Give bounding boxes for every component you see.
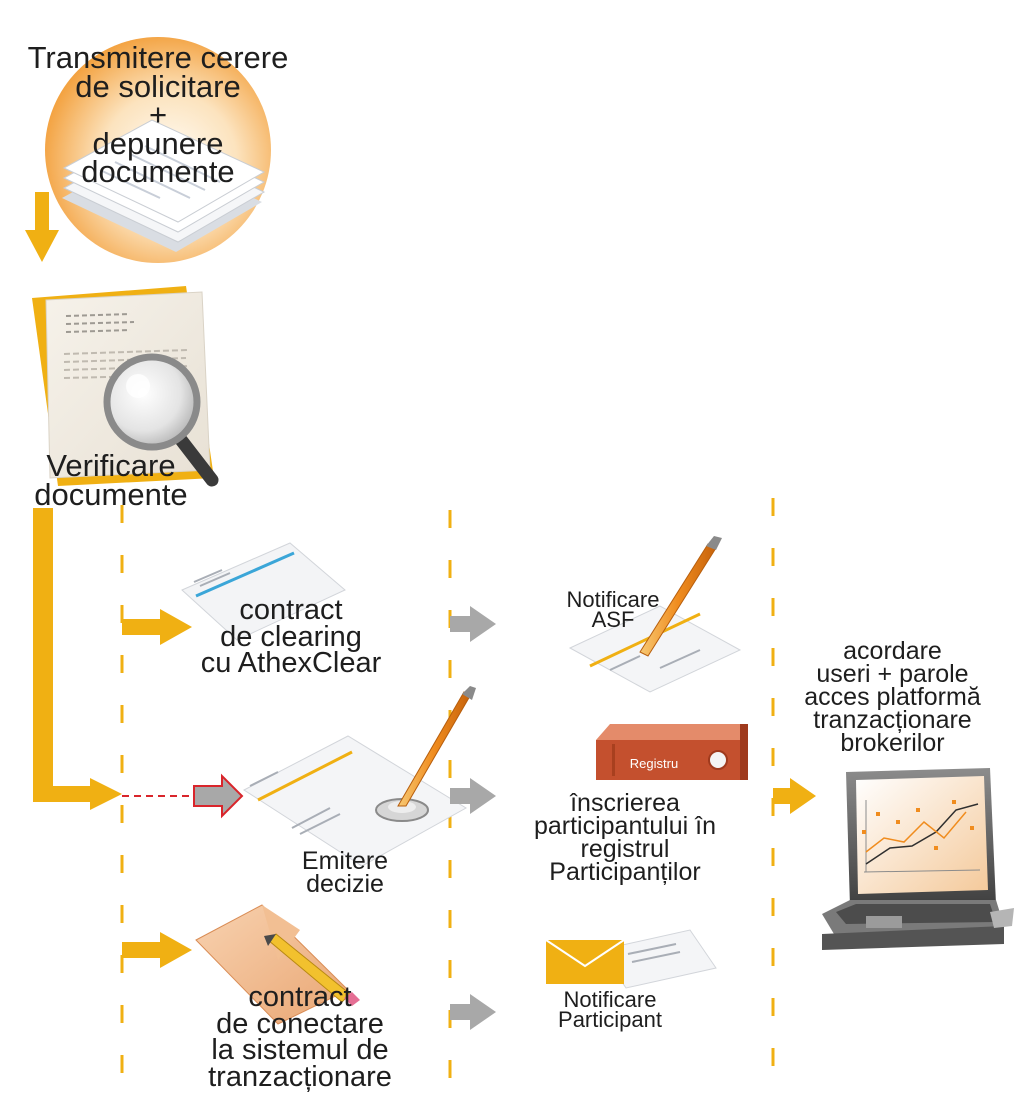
arrow-to-notify-participant [450,994,496,1030]
outlined-arrow-to-decision [193,773,244,819]
connection-contract-illustration [195,904,360,1025]
label-registry-line-1: înscrierea [570,789,680,817]
label-clearing-line-3: cu AthexClear [200,647,382,680]
label-submit-documents: Transmitere cerere de solicitare + depun… [0,40,316,190]
label-submit-line-2: de solicitare [75,68,241,104]
label-grant-line-5: brokerilor [840,729,945,757]
label-decision-line-2: decizie [306,870,384,898]
label-registry-line-3: registrul [580,835,670,863]
label-verify-documents: Verificare documente [6,448,216,512]
verify-documents-illustration [32,286,219,487]
registry-book-label: Registru [630,756,678,771]
label-decision-line-1: Emitere [301,847,389,875]
label-submit-line-5: documente [81,154,235,190]
label-registry-line-2: participantului în [533,812,717,840]
label-notify-asf-line-2: ASF [591,607,635,633]
arrow-down-1 [25,192,59,262]
label-registry-entry: înscrierea participantului în registrul … [480,789,770,886]
main-flow-bar [33,508,53,800]
envelope-icon [546,940,624,984]
label-verify-line-1: Verificare [46,448,176,483]
label-connection-line-1: contract [248,981,352,1013]
pencil-icon [264,933,360,1006]
label-grant-line-2: useri + parole [816,660,969,688]
label-connection-contract: contract de conectare la sistemul de tra… [170,981,430,1093]
screen-chart [862,800,981,873]
label-connection-line-3: la sistemul de [211,1034,389,1067]
label-notify-participant: Notificare Participant [520,987,700,1033]
arrow-to-registry [450,778,496,814]
arrow-to-notify-asf [450,606,496,642]
label-decision: Emitere decizie [270,847,420,898]
arrow-to-clearing-contract [122,609,192,645]
label-grant-line-1: acordare [843,637,942,665]
clearing-contract-illustration [181,542,346,641]
main-flow-arrowhead [90,778,122,810]
label-submit-line-4: depunere [92,125,224,161]
label-clearing-line-1: contract [239,594,343,626]
label-grant-line-3: acces platformă [804,683,981,711]
label-connection-line-2: de conectare [216,1007,384,1040]
label-notify-asf-line-1: Notificare [566,587,660,612]
label-connection-line-4: tranzacționare [208,1061,392,1093]
label-submit-line-1: Transmitere cerere [27,40,289,75]
submit-documents-illustration [45,37,271,263]
main-flow-horizontal [33,786,95,802]
label-registry-line-4: Participanților [549,858,701,886]
laptop-icon [822,768,1014,950]
label-notify-participant-line-1: Notificare [563,987,657,1012]
label-grant-access: acordare useri + parole acces platformă … [770,637,1015,757]
label-clearing-line-2: de clearing [220,620,362,653]
arrow-to-grant-access [773,778,816,814]
label-clearing-contract: contract de clearing cu AthexClear [160,594,422,680]
decision-illustration [243,686,476,867]
label-submit-line-3: + [148,97,168,133]
pen-stand-icon [375,686,476,822]
magnifier-icon [103,353,219,487]
label-verify-line-2: documente [34,476,188,512]
label-notify-participant-line-2: Participant [558,1007,662,1033]
label-notify-asf: Notificare ASF [528,587,698,633]
paper-stack-icon [62,119,266,252]
registry-book-icon: Registru [596,724,748,780]
notify-participant-illustration [545,929,717,989]
label-grant-line-4: tranzacționare [813,706,972,734]
notify-asf-illustration [568,536,742,693]
arrow-to-connection-contract [122,932,192,968]
